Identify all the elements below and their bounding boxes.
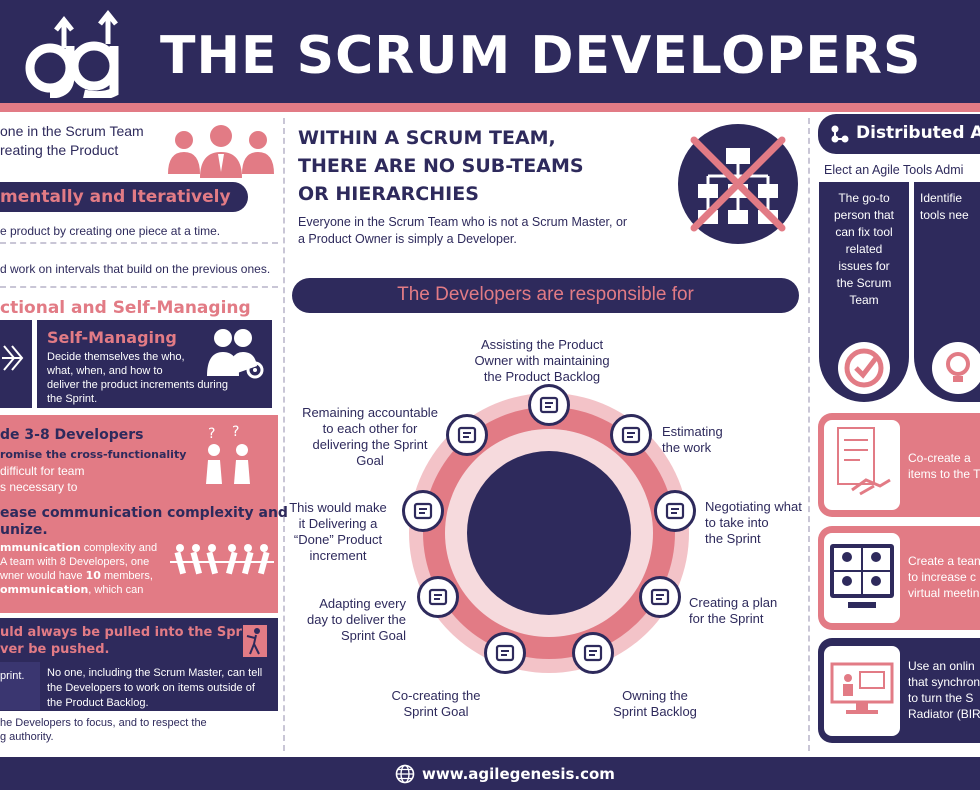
pull-title: uld always be pulled into the Sprint ver… <box>0 625 262 657</box>
accountable-node <box>445 413 488 456</box>
distributed-title: Distributed Ag <box>856 123 980 143</box>
arrows-icon <box>2 345 24 371</box>
banner-incremental <box>0 182 248 212</box>
org-chart-icon <box>831 125 849 143</box>
monitor-presentation-icon <box>830 662 894 714</box>
intro-line-1: one in the Scrum Team <box>0 123 144 139</box>
team-size-title: de 3-8 Developers <box>0 427 144 443</box>
svg-text:?: ? <box>232 424 239 440</box>
bulb-gear-icon <box>932 342 980 394</box>
list-icon <box>539 396 559 414</box>
self-managing-title: Self-Managing <box>47 328 177 347</box>
cocreate-icon-box <box>824 420 900 510</box>
incremental-text: e product by creating one piece at a tim… <box>0 224 221 238</box>
pull-left-text: print. <box>0 670 25 682</box>
video-call-icon <box>830 544 894 608</box>
no-subteams-text: Everyone in the Scrum Team who is not a … <box>298 215 628 246</box>
increment-node <box>401 489 444 532</box>
discussion-icon: ? ? <box>206 424 250 484</box>
negotiating-node <box>654 489 697 532</box>
checkmark-badge-icon <box>838 342 890 394</box>
online-tool-icon-box <box>824 646 900 736</box>
distributed-banner <box>818 114 980 154</box>
agilegenesis-logo <box>25 9 119 98</box>
no-subteams-heading: WITHIN A SCRUM TEAM, THERE ARE NO SUB-TE… <box>298 127 584 205</box>
package-icon <box>413 502 433 519</box>
meeting-icon <box>665 502 685 519</box>
header-bar <box>0 0 980 103</box>
adapt-icon <box>429 588 448 606</box>
responsible-banner-text: The Developers are responsible for <box>397 284 694 305</box>
intro-line-2: reating the Product <box>0 142 119 158</box>
team-size-text: romise the cross-functionality difficult… <box>0 448 187 494</box>
header-stripe <box>0 103 980 112</box>
target-icon <box>496 645 515 662</box>
contract-handshake-icon <box>837 427 891 496</box>
self-managing-text: Decide themselves the who, what, when, a… <box>47 351 228 405</box>
elect-admin-text: Elect an Agile Tools Admi <box>824 163 964 177</box>
banner-incremental-text: mentally and Iteratively <box>0 187 231 207</box>
backlog-node <box>528 384 570 426</box>
globe-icon <box>395 764 415 784</box>
people-icon <box>168 125 274 178</box>
team-size-panel <box>0 415 278 613</box>
website-link[interactable]: www.agilegenesis.com <box>422 765 615 783</box>
responsibility-wheel <box>409 393 689 673</box>
iterative-text: d work on intervals that build on the pr… <box>0 262 271 276</box>
responsible-banner <box>292 278 799 313</box>
divider-right <box>808 118 810 751</box>
pull-bottom-text: he Developers to focus, and to respect t… <box>0 717 207 743</box>
board-icon <box>583 645 602 662</box>
plan-node <box>638 576 681 618</box>
divider-h1 <box>0 242 278 244</box>
banner-cross-functional: ctional and Self-Managing <box>0 298 251 318</box>
pull-left-box <box>0 662 40 710</box>
managers-gear-icon <box>207 329 264 379</box>
no-hierarchy-icon <box>678 124 798 244</box>
svg-text:?: ? <box>208 426 215 442</box>
pull-right-text: No one, including the Scrum Master, can … <box>47 667 263 709</box>
planning-icon <box>650 588 669 606</box>
person-pulling-icon <box>243 625 267 657</box>
page-title: THE SCRUM DEVELOPERS <box>160 26 922 86</box>
comm-text: mmunication complexity and A team with 8… <box>0 541 158 596</box>
sprint-backlog-node <box>571 632 614 675</box>
divider-h2 <box>0 286 278 288</box>
comm-title: ease communication complexity and unize. <box>0 505 288 538</box>
team-icon <box>457 426 476 444</box>
divider-left <box>283 118 285 751</box>
estimating-node <box>610 413 653 456</box>
boxes-icon <box>622 426 641 444</box>
tug-of-war-icon <box>170 544 274 575</box>
adapting-node <box>417 576 460 618</box>
sprint-goal-node <box>484 632 527 675</box>
footer-bar <box>0 757 980 790</box>
pull-bottom-box <box>0 711 278 746</box>
